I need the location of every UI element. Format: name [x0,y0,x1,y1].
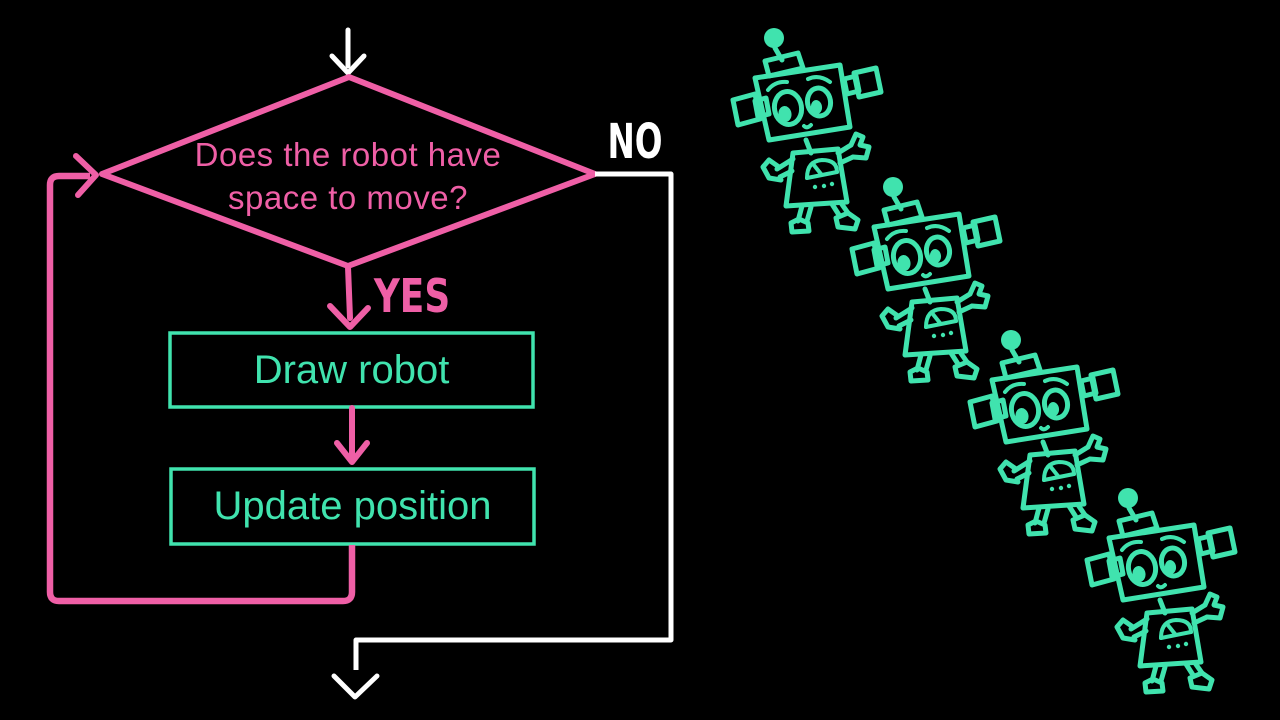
step-label-update-position: Update position [213,484,492,528]
flow-entry-arrow [329,27,367,76]
decision-question-line1: Does the robot have [194,136,502,173]
robot-illustration-1 [733,28,881,232]
robot-illustration-3 [970,330,1118,534]
robot-illustration-4 [1087,488,1235,692]
yes-branch-label: YES [373,269,451,323]
step-box-update-position [169,467,536,546]
decision-question: Does the robot have space to move? [128,133,568,219]
no-branch-label: NO [607,114,663,170]
decision-question-line2: space to move? [228,179,468,216]
step-label-draw-robot: Draw robot [253,347,450,392]
robot-illustration-2 [852,177,1000,381]
yes-arrow [327,264,371,330]
no-branch-line [331,171,674,700]
step-connector-arrow [334,405,370,465]
loop-back-line [46,153,356,605]
